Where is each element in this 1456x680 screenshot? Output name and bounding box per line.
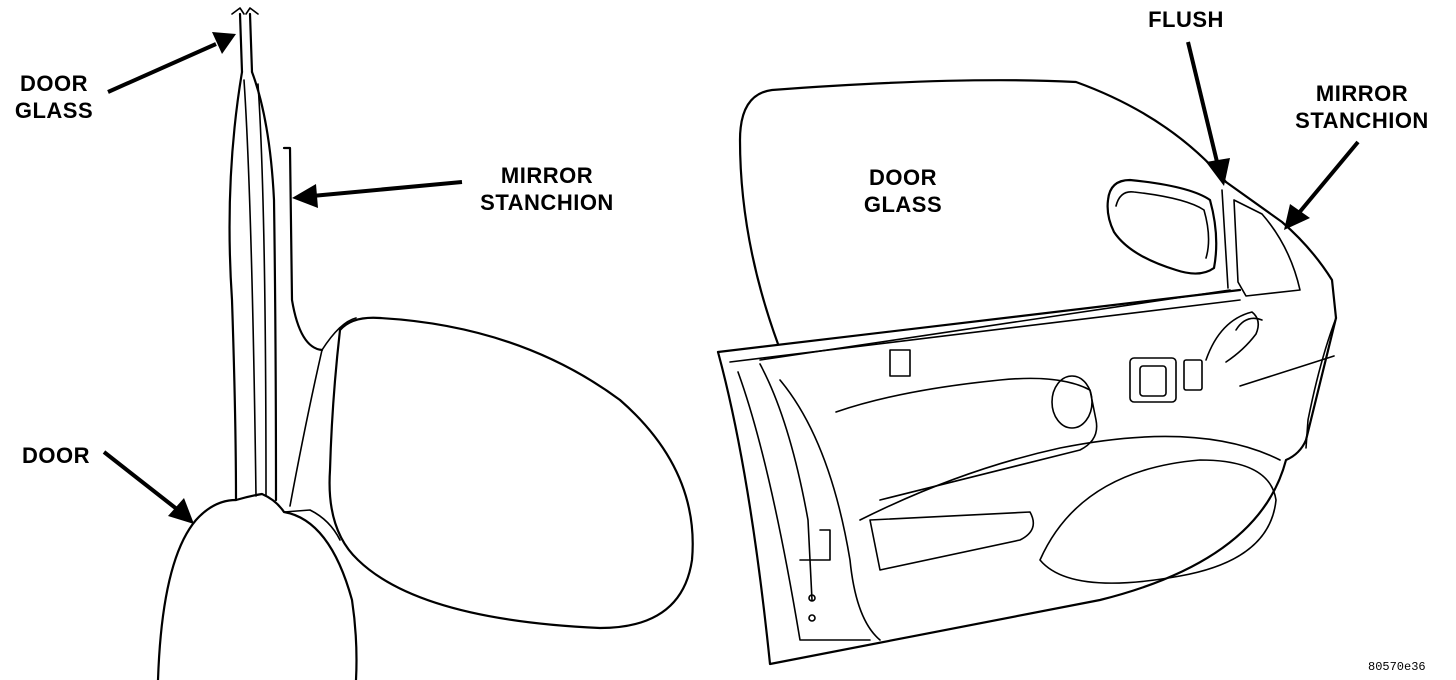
door-label-left: DOOR bbox=[10, 442, 102, 469]
stanchion-left-edge bbox=[228, 70, 244, 502]
flush-arrow bbox=[1186, 41, 1230, 186]
left-view-art bbox=[156, 7, 694, 680]
flush-label: FLUSH bbox=[1134, 6, 1238, 33]
mirror-stanchion-label-left-line1: MIRROR bbox=[500, 163, 594, 188]
mirror-stanchion-label-left: MIRROR STANCHION bbox=[462, 162, 632, 216]
door-outline bbox=[156, 492, 358, 680]
glass-tip bbox=[231, 7, 259, 15]
door-glass-arrow bbox=[107, 32, 236, 94]
right-view-art bbox=[716, 79, 1338, 666]
door-handle bbox=[1129, 357, 1177, 403]
mirror-stanchion-label-right-line1: MIRROR bbox=[1315, 81, 1409, 106]
lock-knob bbox=[889, 349, 911, 377]
door-glass-label-left: DOOR GLASS bbox=[4, 70, 104, 124]
door-glass-label-right-line1: DOOR bbox=[869, 165, 937, 190]
door-glass-label-right: DOOR GLASS bbox=[848, 164, 958, 218]
mirror-stanchion-arrow-right bbox=[1284, 140, 1360, 230]
mirror-stanchion-label-right: MIRROR STANCHION bbox=[1278, 80, 1446, 134]
door-glass-label-right-line2: GLASS bbox=[863, 192, 943, 217]
flush-label-text: FLUSH bbox=[1148, 7, 1224, 32]
door-pocket bbox=[869, 511, 1035, 571]
mirror-stanchion-label-right-line2: STANCHION bbox=[1295, 108, 1429, 133]
mirror-housing bbox=[328, 316, 694, 630]
door-label-left-text: DOOR bbox=[22, 443, 90, 468]
stanchion-rear-edge bbox=[282, 146, 324, 352]
mirror-stanchion-arrow-left bbox=[292, 180, 463, 208]
mirror-inner bbox=[1106, 178, 1218, 275]
figure-id: 80570e36 bbox=[1368, 660, 1426, 674]
speaker-grille bbox=[1051, 375, 1093, 429]
door-glass-label-left-line1: DOOR bbox=[20, 71, 88, 96]
door-glass-label-left-line2: GLASS bbox=[14, 98, 94, 123]
mirror-stanchion-label-left-line2: STANCHION bbox=[480, 190, 614, 215]
door-arrow bbox=[102, 450, 194, 524]
door-glass-outline bbox=[738, 79, 1228, 346]
door-outline bbox=[716, 316, 1338, 666]
